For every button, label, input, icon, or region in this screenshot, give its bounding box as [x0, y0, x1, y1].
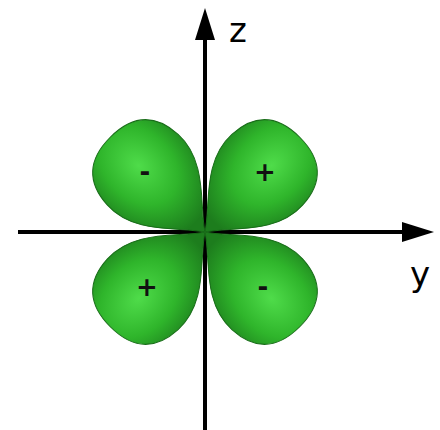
- orbital-lobe: +: [75, 232, 205, 362]
- z-axis-arrowhead: [195, 8, 215, 40]
- axis-label: z: [229, 13, 247, 47]
- phase-sign: +: [136, 274, 158, 300]
- phase-sign: -: [258, 274, 269, 300]
- phase-sign: +: [254, 159, 276, 185]
- orbital-lobe: -: [205, 232, 335, 362]
- phase-sign: -: [140, 159, 151, 185]
- orbital-lobe: +: [205, 102, 335, 232]
- orbital-lobe: -: [75, 102, 205, 232]
- axis-label: y: [410, 257, 430, 291]
- y-axis-arrowhead: [402, 222, 434, 242]
- lobe-shape: [205, 232, 335, 362]
